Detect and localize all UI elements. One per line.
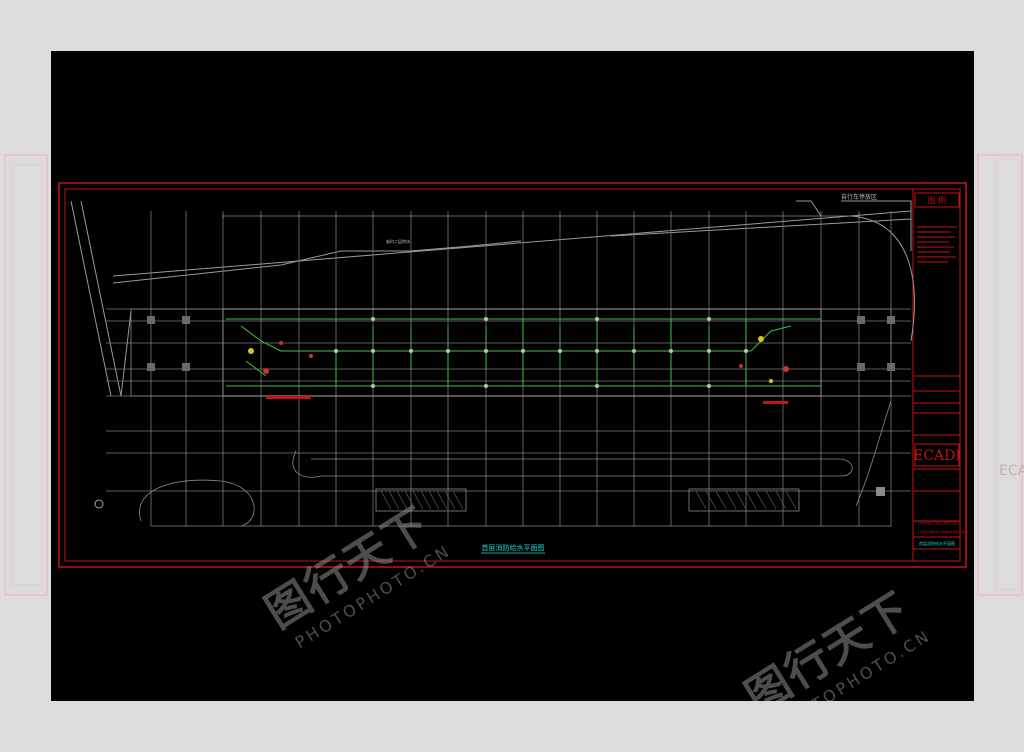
cad-drawing: ECADI 图 例 <box>58 182 968 568</box>
pipe-junctions <box>334 317 748 388</box>
drawing-title: 首层消防给水平面图 <box>482 543 545 552</box>
svg-text:ECAD: ECAD <box>999 463 1024 479</box>
equipment-box <box>876 487 885 496</box>
cad-viewport[interactable]: ECADI 图 例 <box>51 51 974 701</box>
site-outline <box>70 200 915 397</box>
legend-lines <box>917 226 957 263</box>
fittings <box>248 336 789 404</box>
info-block: 上海市消防工程施工图审查意见 <box>917 520 959 525</box>
grid-lines-vertical <box>150 211 892 526</box>
lower-site-features <box>139 400 892 527</box>
outer-frame <box>58 182 967 568</box>
info-block-2: 上海天地消防设计咨询技术审查已通过 <box>917 529 968 534</box>
legend-header: 图 例 <box>928 195 947 205</box>
columns <box>147 316 895 371</box>
ecadi-logo: ECADI <box>913 448 961 464</box>
hatch-right <box>695 490 797 510</box>
hatch-left <box>380 490 464 510</box>
inner-frame <box>64 188 961 562</box>
sheet-title: 首层消防给水平面图 <box>919 540 955 546</box>
dimension-top <box>222 213 860 219</box>
grid-lines-horizontal <box>106 308 911 492</box>
site-label: 临时二层地块 <box>386 238 410 244</box>
north-arrow <box>94 499 104 509</box>
top-right-label: 自行车停放区 <box>841 193 877 201</box>
